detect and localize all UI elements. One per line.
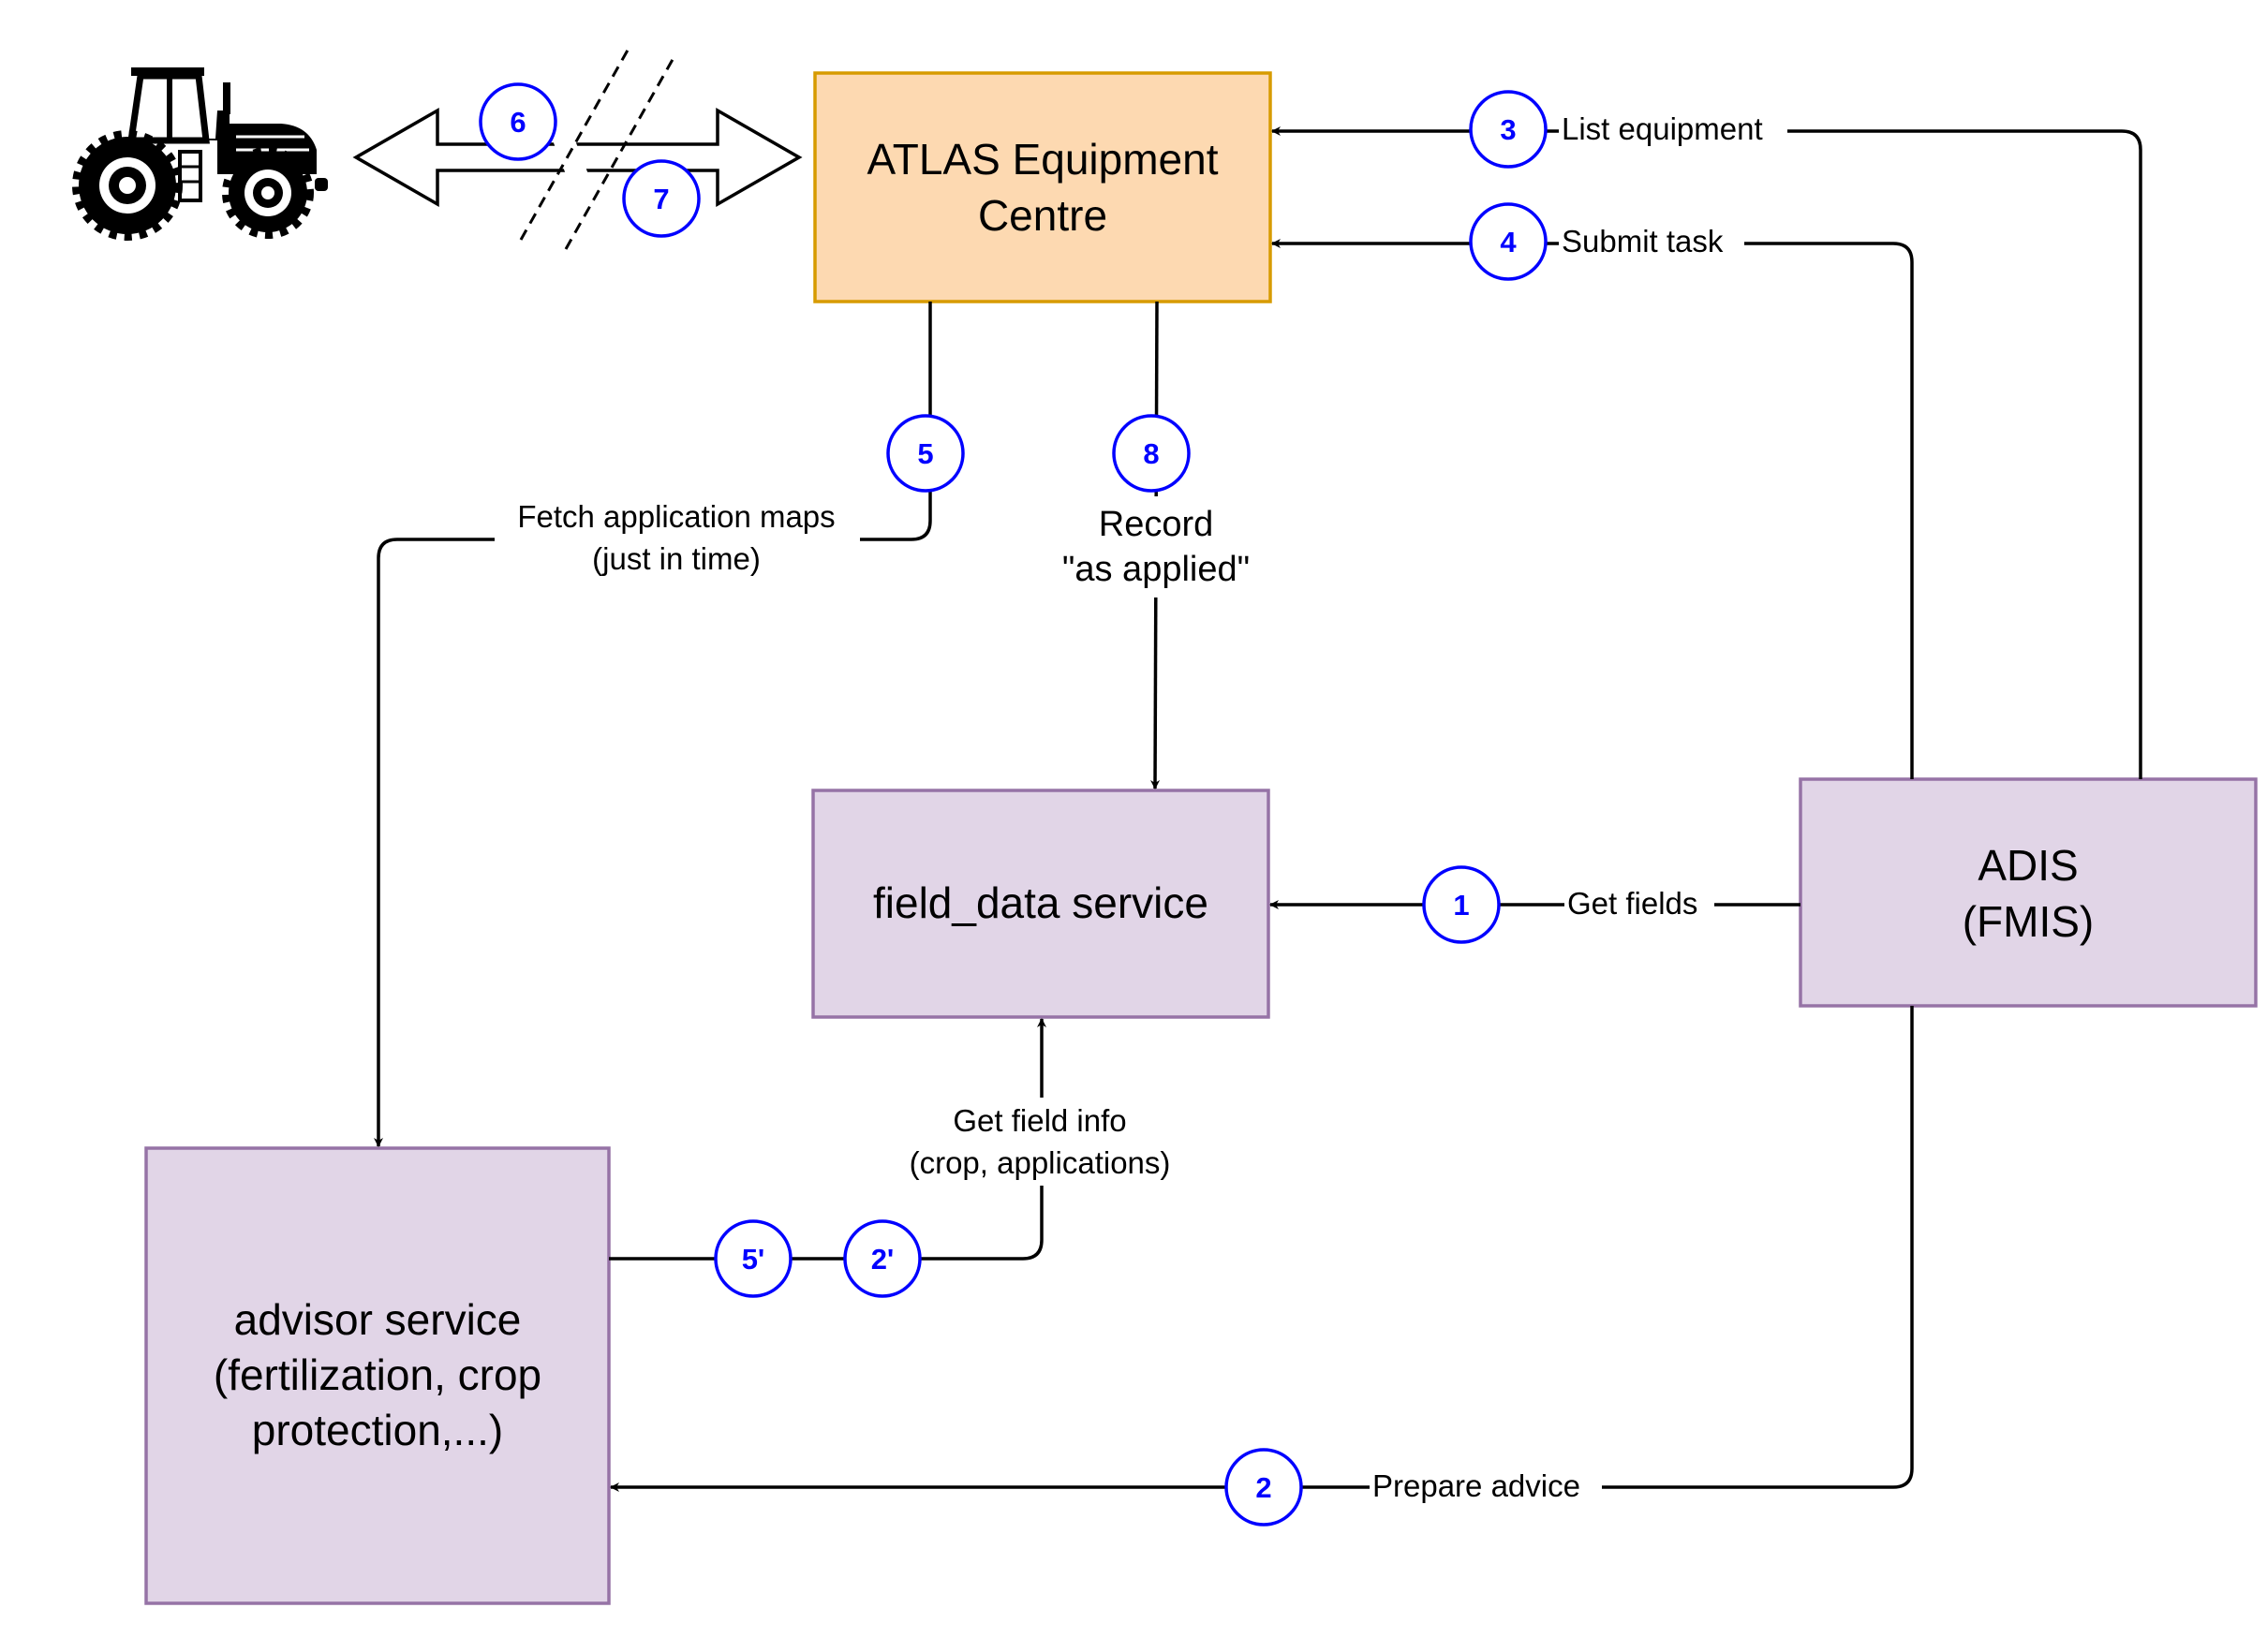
label-record-as-applied: Record "as applied" <box>1047 496 1265 597</box>
step-marker-5: 5 <box>886 414 965 493</box>
step-marker-8: 8 <box>1112 414 1191 493</box>
svg-text:(crop, applications): (crop, applications) <box>910 1145 1171 1180</box>
advisor-title-line1: advisor service <box>234 1295 522 1344</box>
edge-fetch-application-maps <box>374 302 932 1147</box>
label-get-field-info: Get field info (crop, applications) <box>886 1098 1195 1186</box>
wireless-link-arrow <box>352 46 803 250</box>
label-get-fields: Get fields <box>1564 884 1714 923</box>
svg-text:Get field info: Get field info <box>953 1103 1126 1138</box>
svg-text:4: 4 <box>1500 226 1517 258</box>
atlas-title-line1: ATLAS Equipment <box>867 135 1218 184</box>
step-marker-2: 2 <box>1224 1448 1303 1527</box>
svg-text:Submit task: Submit task <box>1562 224 1724 258</box>
svg-text:Get fields: Get fields <box>1567 886 1697 921</box>
step-marker-1: 1 <box>1422 865 1501 944</box>
svg-text:5: 5 <box>917 437 933 470</box>
atlas-equipment-centre-box: ATLAS Equipment Centre <box>813 71 1272 303</box>
svg-text:1: 1 <box>1453 889 1469 922</box>
adis-title-line2: (FMIS) <box>1963 897 2095 946</box>
step-marker-4: 4 <box>1469 202 1548 281</box>
svg-text:3: 3 <box>1500 113 1516 146</box>
svg-text:Record: Record <box>1099 505 1214 544</box>
label-prepare-advice: Prepare advice <box>1370 1467 1602 1506</box>
advisor-service-box: advisor service (fertilization, crop pro… <box>144 1146 611 1605</box>
svg-text:Fetch application maps: Fetch application maps <box>517 499 835 534</box>
svg-text:"as applied": "as applied" <box>1062 550 1250 589</box>
adis-fmis-box: ADIS (FMIS) <box>1799 777 2258 1008</box>
field-data-title: field_data service <box>873 878 1208 927</box>
svg-text:List equipment: List equipment <box>1562 111 1763 146</box>
tractor-icon <box>72 67 328 241</box>
svg-text:2: 2 <box>1255 1471 1271 1504</box>
svg-text:7: 7 <box>653 183 669 215</box>
label-list-equipment: List equipment <box>1559 109 1787 148</box>
field-data-service-box: field_data service <box>811 789 1270 1019</box>
advisor-title-line2: (fertilization, crop <box>214 1350 541 1399</box>
label-fetch-application-maps: Fetch application maps (just in time) <box>495 494 860 581</box>
step-marker-2-prime: 2' <box>843 1219 922 1298</box>
svg-text:6: 6 <box>510 106 526 139</box>
label-submit-task: Submit task <box>1559 221 1744 260</box>
svg-text:(just in time): (just in time) <box>592 541 761 576</box>
edge-submit-task <box>1271 239 1914 779</box>
advisor-title-line3: protection,...) <box>252 1406 503 1454</box>
step-marker-6: 6 <box>479 82 557 161</box>
svg-text:5': 5' <box>742 1243 765 1276</box>
step-marker-7: 7 <box>622 159 701 238</box>
step-marker-5-prime: 5' <box>714 1219 793 1298</box>
svg-text:8: 8 <box>1143 437 1159 470</box>
svg-text:2': 2' <box>871 1243 895 1276</box>
edge-prepare-advice <box>610 1006 1914 1492</box>
step-marker-3: 3 <box>1469 90 1548 169</box>
atlas-title-line2: Centre <box>978 191 1107 240</box>
edge-list-equipment <box>1271 126 2142 779</box>
adis-title-line1: ADIS <box>1978 841 2078 890</box>
svg-text:Prepare advice: Prepare advice <box>1372 1468 1580 1503</box>
edge-get-field-info <box>609 1018 1046 1261</box>
